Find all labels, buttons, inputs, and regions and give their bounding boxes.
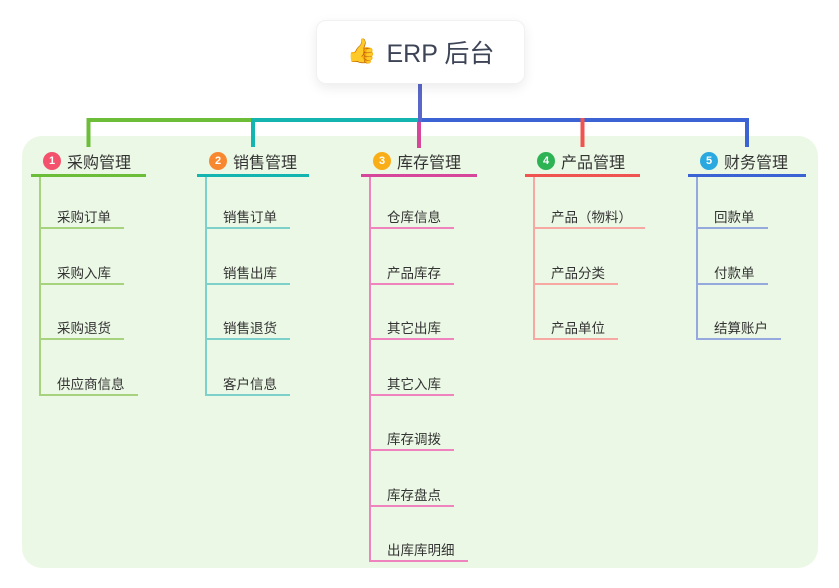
branch-node-1[interactable]: 1 采购管理 — [31, 148, 146, 177]
child-node[interactable]: 采购入库 — [39, 264, 124, 285]
child-node[interactable]: 产品分类 — [533, 264, 618, 285]
child-node[interactable]: 结算账户 — [696, 319, 781, 340]
child-node[interactable]: 客户信息 — [205, 375, 290, 396]
branch-node-4[interactable]: 4 产品管理 — [525, 148, 640, 177]
child-node[interactable]: 销售出库 — [205, 264, 290, 285]
root-node[interactable]: 👍 ERP 后台 — [316, 20, 525, 84]
child-node[interactable]: 其它出库 — [369, 319, 454, 340]
child-node[interactable]: 回款单 — [696, 208, 768, 229]
child-node[interactable]: 出库库明细 — [369, 541, 468, 562]
child-node[interactable]: 产品（物料） — [533, 208, 645, 229]
child-node[interactable]: 采购订单 — [39, 208, 124, 229]
branch-number-badge: 5 — [700, 152, 718, 170]
branch-node-label: 产品管理 — [561, 155, 626, 172]
branch-number-badge: 3 — [373, 152, 391, 170]
branch-number-badge: 2 — [209, 152, 227, 170]
child-node[interactable]: 产品库存 — [369, 264, 454, 285]
child-node[interactable]: 其它入库 — [369, 375, 454, 396]
child-node[interactable]: 采购退货 — [39, 319, 124, 340]
child-node[interactable]: 产品单位 — [533, 319, 618, 340]
mindmap-canvas — [22, 136, 818, 568]
branch-node-3[interactable]: 3 库存管理 — [361, 148, 477, 177]
root-node-label: ERP 后台 — [386, 40, 495, 68]
thumbs-up-icon: 👍 — [346, 38, 377, 65]
child-node[interactable]: 销售订单 — [205, 208, 290, 229]
branch-node-5[interactable]: 5 财务管理 — [688, 148, 806, 177]
child-node[interactable]: 付款单 — [696, 264, 768, 285]
child-node[interactable]: 销售退货 — [205, 319, 290, 340]
child-node[interactable]: 仓库信息 — [369, 208, 454, 229]
branch-node-label: 财务管理 — [724, 155, 789, 172]
child-node[interactable]: 供应商信息 — [39, 375, 138, 396]
branch-node-label: 库存管理 — [397, 155, 462, 172]
child-node[interactable]: 库存调拨 — [369, 430, 454, 451]
branch-node-label: 销售管理 — [233, 155, 298, 172]
branch-number-badge: 1 — [43, 152, 61, 170]
branch-node-2[interactable]: 2 销售管理 — [197, 148, 309, 177]
branch-number-badge: 4 — [537, 152, 555, 170]
branch-node-label: 采购管理 — [67, 155, 132, 172]
child-node[interactable]: 库存盘点 — [369, 486, 454, 507]
